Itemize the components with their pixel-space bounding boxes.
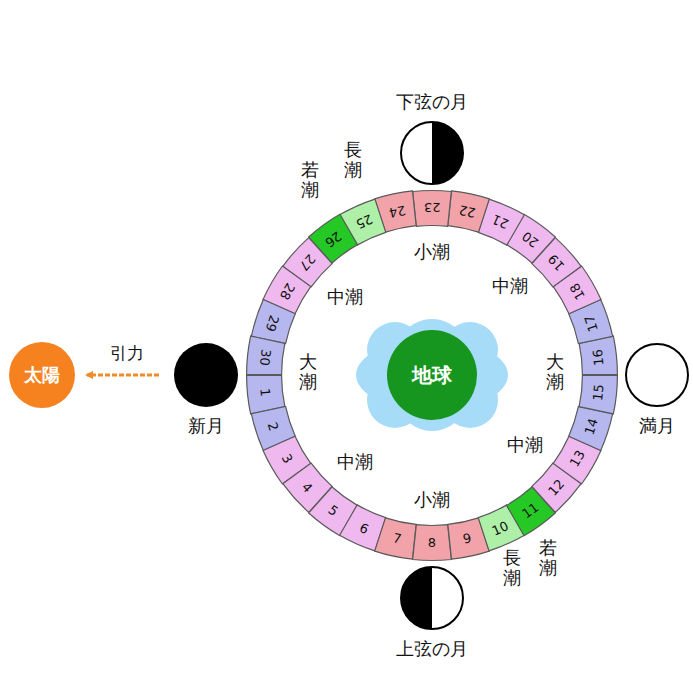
day-cell: 15 [577, 371, 621, 415]
moon-label: 上弦の月 [396, 637, 468, 661]
moon-shape [624, 342, 690, 408]
tide-name: 中潮 [507, 435, 543, 455]
last-quarter-moon: 下弦の月 [399, 120, 465, 186]
tide-name: 中潮 [492, 276, 528, 296]
day-number: 15 [590, 383, 607, 401]
node-label: 地球 [412, 362, 452, 389]
day-number: 24 [388, 202, 407, 220]
first-quarter-moon: 上弦の月 [399, 565, 465, 631]
day-number: 16 [590, 348, 607, 366]
moon-shape [399, 120, 465, 186]
day-cell: 30 [243, 335, 287, 379]
tide-name: 小潮 [414, 242, 450, 262]
tide-name: 中潮 [337, 452, 373, 472]
node-label: 太陽 [24, 363, 60, 387]
sun-circle: 太陽 [9, 342, 75, 408]
tide-name: 若潮 [539, 538, 557, 578]
day-number: 8 [428, 535, 436, 550]
tide-name: 小潮 [414, 490, 450, 510]
tide-name: 大潮 [299, 352, 317, 392]
moon-shape [399, 565, 465, 631]
new-moon: 新月 [173, 342, 239, 408]
force-arrow [87, 374, 159, 377]
moon-shape [173, 342, 239, 408]
day-number: 1 [258, 388, 274, 398]
tide-name: 長潮 [503, 548, 521, 588]
moon-label: 新月 [188, 414, 224, 438]
moon-label: 満月 [639, 414, 675, 438]
day-number: 22 [457, 202, 476, 220]
earth-circle: 地球 [387, 330, 477, 420]
edge-label: 引力 [110, 344, 144, 363]
tide-name: 若潮 [301, 160, 319, 200]
moon-label: 下弦の月 [396, 90, 468, 114]
tide-name: 長潮 [344, 140, 362, 180]
cloud-shape [356, 319, 508, 431]
day-number: 23 [424, 200, 441, 215]
tide-name: 中潮 [327, 287, 363, 307]
full-moon: 満月 [624, 342, 690, 408]
day-number: 30 [257, 348, 274, 366]
tide-name: 大潮 [546, 352, 564, 392]
